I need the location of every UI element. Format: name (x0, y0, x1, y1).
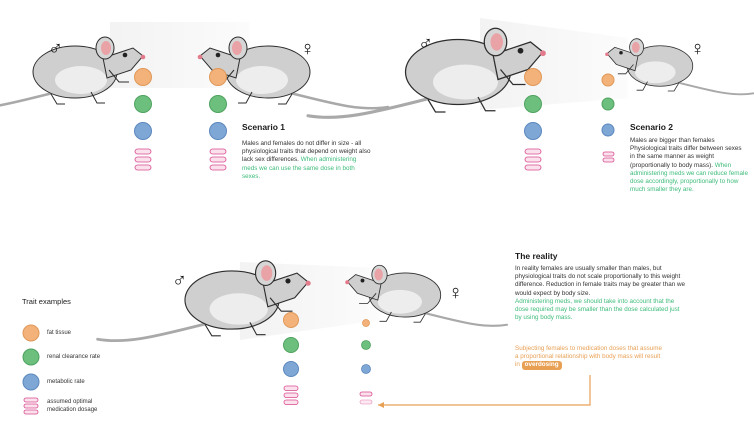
overdose-arrow-line (378, 375, 591, 406)
reality-description: In reality females are usually smaller t… (515, 265, 685, 297)
scenario1-female-symbol: ♀ (300, 38, 315, 60)
scenario2-description: Males are bigger than females Physiologi… (630, 137, 742, 169)
scenario1-trait-column-male (134, 68, 152, 171)
scenario2-female-symbol: ♀ (690, 38, 705, 60)
scenario2-title: Scenario 2 (630, 122, 673, 132)
scenario1-male-symbol: ♂ (48, 38, 63, 60)
legend-item-dosage: assumed optimal medication dosage (47, 399, 98, 413)
reality-title: The reality (515, 251, 558, 261)
reality-trait-column-male (283, 312, 299, 405)
scenario2-highlight: When administering meds we can reduce fe… (630, 161, 748, 194)
reality-female-symbol: ♀ (448, 282, 463, 304)
legend-item-fat-tissue: fat tissue (47, 330, 72, 336)
reality-warning-text: Subjecting females to medication doses t… (515, 345, 663, 369)
scenario1-trait-column-female (209, 68, 227, 171)
scenario2-male-symbol: ♂ (418, 33, 433, 55)
legend-icons (22, 324, 40, 415)
reality-text-block: The reality In reality females are usual… (515, 251, 685, 322)
scenario1-body: Males and females do not differ in size … (242, 140, 372, 181)
scenario2-trait-column-female (601, 73, 615, 163)
overdosing-badge: overdosing (521, 361, 562, 370)
scenario1-description: Males and females do not differ in size … (242, 140, 371, 164)
scenario2-body: Males are bigger than females Physiologi… (630, 137, 748, 194)
scenario2-beam (480, 18, 628, 110)
scenario1-highlight: When administering meds we can use the s… (242, 156, 357, 180)
reality-male-symbol: ♂ (172, 270, 187, 292)
scenario2-text-block: Scenario 2 Males are bigger than females… (630, 122, 748, 194)
legend-item-metabolic-rate: metabolic rate (47, 379, 85, 385)
legend-item-renal-clearance: renal clearance rate (47, 354, 101, 360)
legend-title: Trait examples (22, 297, 71, 306)
scenario1-title: Scenario 1 (242, 122, 285, 132)
overdose-arrow-head (378, 402, 384, 408)
scenario1-text-block: Scenario 1 Males and females do not diff… (242, 122, 372, 181)
reality-trait-column-female (359, 319, 373, 405)
reality-highlight: Administering meds, we should take into … (515, 297, 680, 322)
scenario2-trait-column-male (524, 68, 542, 171)
reality-warning: Subjecting females to medication doses t… (515, 345, 665, 370)
